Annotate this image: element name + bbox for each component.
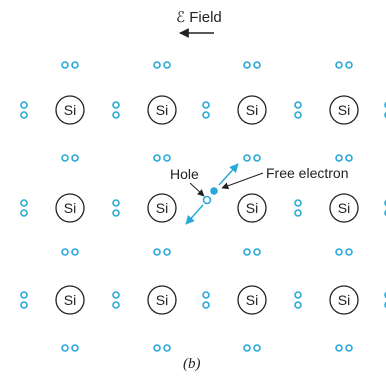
valence-electron: [154, 345, 160, 351]
valence-electron: [295, 200, 301, 206]
valence-electron: [164, 62, 170, 68]
si-atom-label: Si: [64, 200, 76, 216]
valence-electron: [254, 155, 260, 161]
valence-electron: [254, 249, 260, 255]
valence-electron: [254, 345, 260, 351]
valence-electron: [295, 102, 301, 108]
valence-electron: [72, 155, 78, 161]
valence-electron: [203, 302, 209, 308]
si-atom-label: Si: [246, 292, 258, 308]
valence-electron: [21, 112, 27, 118]
valence-electron: [21, 210, 27, 216]
field-label: ℰ Field: [176, 9, 222, 26]
valence-electron: [203, 102, 209, 108]
valence-electron: [154, 249, 160, 255]
valence-electron: [203, 292, 209, 298]
si-atom-label: Si: [246, 200, 258, 216]
valence-electron: [295, 302, 301, 308]
valence-electron: [21, 102, 27, 108]
valence-electron: [244, 345, 250, 351]
valence-electron: [113, 292, 119, 298]
valence-electron: [244, 155, 250, 161]
valence-electron: [164, 155, 170, 161]
valence-electron: [346, 345, 352, 351]
valence-electron: [21, 292, 27, 298]
si-atom-label: Si: [338, 102, 350, 118]
valence-electron: [113, 210, 119, 216]
valence-electron: [203, 112, 209, 118]
valence-electron: [346, 249, 352, 255]
valence-electron: [62, 155, 68, 161]
valence-electron: [154, 62, 160, 68]
valence-electron: [62, 62, 68, 68]
valence-electron: [346, 62, 352, 68]
valence-electron: [244, 249, 250, 255]
valence-electron: [113, 200, 119, 206]
valence-electron: [295, 210, 301, 216]
si-atom-label: Si: [246, 102, 258, 118]
valence-electron: [154, 155, 160, 161]
valence-electron: [62, 345, 68, 351]
valence-electron: [295, 112, 301, 118]
valence-electron: [62, 249, 68, 255]
si-atom-label: Si: [64, 102, 76, 118]
figure-caption: (b): [183, 356, 201, 372]
valence-electron: [164, 249, 170, 255]
hole-label: Hole: [170, 166, 199, 182]
valence-electron: [346, 155, 352, 161]
valence-electron: [113, 102, 119, 108]
si-atom-label: Si: [156, 292, 168, 308]
hole-pointer-arrow: [190, 183, 204, 196]
valence-electron: [21, 302, 27, 308]
si-atom-label: Si: [156, 102, 168, 118]
valence-electron: [336, 155, 342, 161]
electron-motion-arrow: [219, 164, 238, 185]
valence-electron: [72, 62, 78, 68]
hole-marker: [204, 197, 211, 204]
valence-electron: [113, 302, 119, 308]
valence-electron: [254, 62, 260, 68]
valence-electron: [72, 249, 78, 255]
free-electron-dot: [210, 187, 218, 195]
valence-electron: [164, 345, 170, 351]
valence-electron: [336, 62, 342, 68]
valence-electron: [336, 345, 342, 351]
free-electron-label: Free electron: [266, 165, 348, 181]
si-atom-label: Si: [64, 292, 76, 308]
valence-electron: [336, 249, 342, 255]
hole-motion-arrow: [186, 205, 203, 224]
si-atom-label: Si: [338, 292, 350, 308]
valence-electron: [295, 292, 301, 298]
si-atom-label: Si: [338, 200, 350, 216]
valence-electron: [72, 345, 78, 351]
si-atom-label: Si: [156, 200, 168, 216]
valence-electron: [244, 62, 250, 68]
valence-electron: [113, 112, 119, 118]
valence-electron: [21, 200, 27, 206]
